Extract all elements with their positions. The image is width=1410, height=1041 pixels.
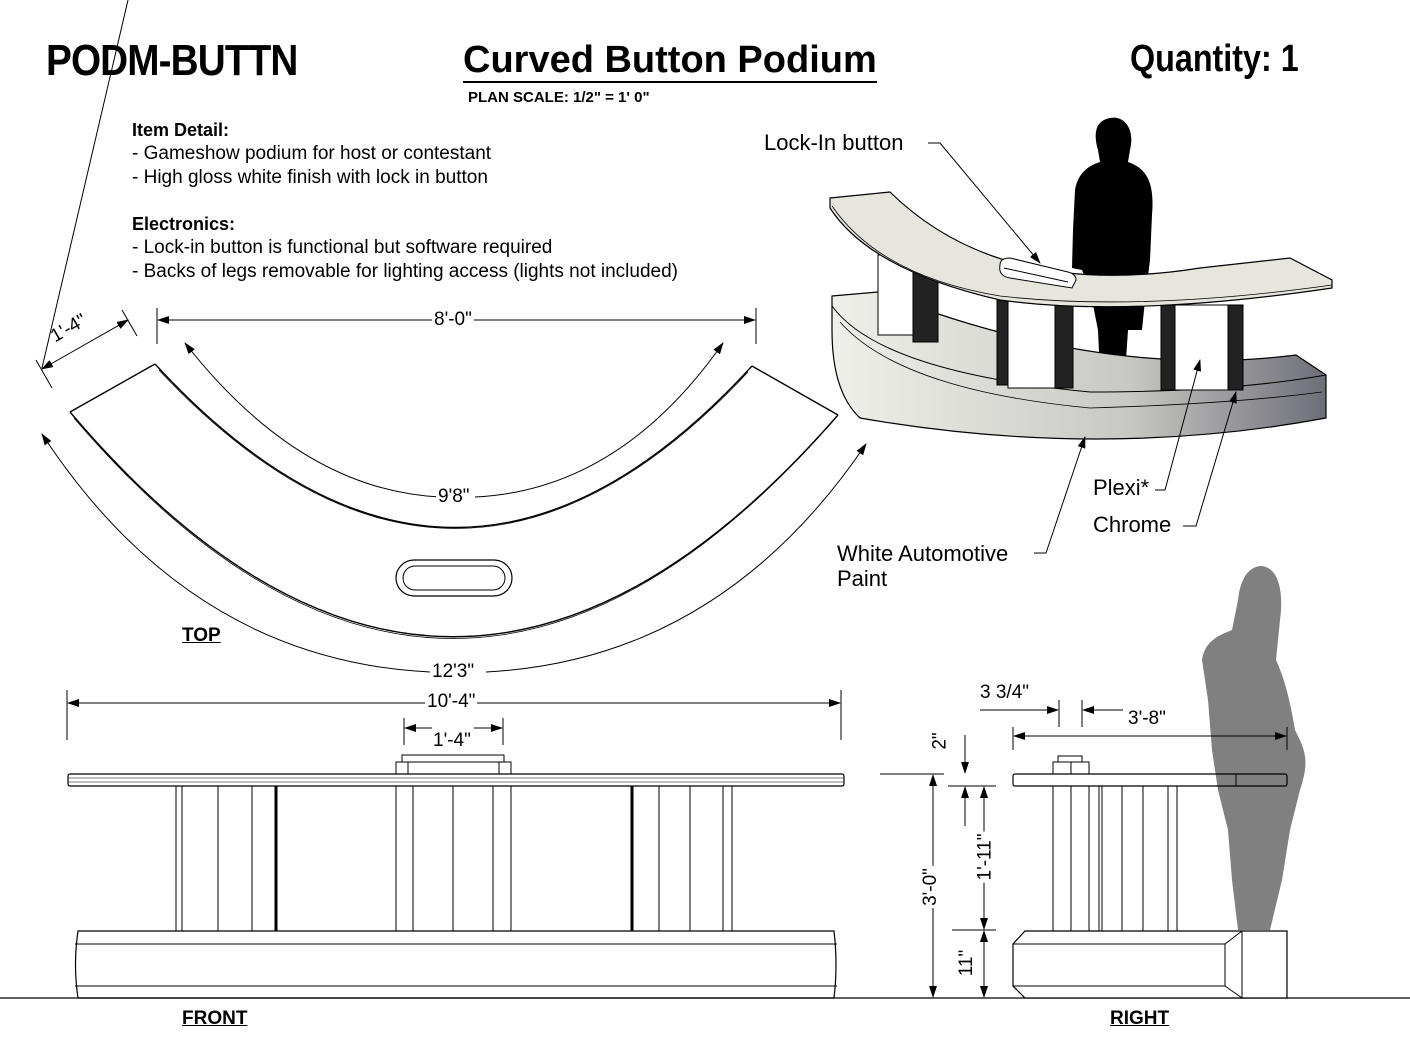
- woman-silhouette: [1202, 566, 1306, 930]
- dim-right-depth: 3'-8": [1126, 708, 1168, 730]
- top-view: [35, 0, 867, 673]
- dim-right-base-height: 11": [956, 947, 979, 979]
- right-base: [1012, 930, 1288, 999]
- iso-lock-in-button: [999, 257, 1077, 289]
- right-view: [880, 566, 1306, 999]
- dim-front-button-width: 1'-4": [433, 730, 471, 751]
- dim-top-chord: 8'-0": [432, 309, 474, 331]
- item-detail-heading: Item Detail:: [132, 120, 230, 140]
- electronics-heading: Electronics:: [132, 214, 236, 234]
- isometric-view: [829, 117, 1333, 554]
- electronics-line: - Backs of legs removable for lighting a…: [132, 261, 678, 282]
- dim-right-leg-height: 1'-11": [974, 831, 997, 883]
- item-detail-line: - Gameshow podium for host or contestant: [132, 143, 492, 164]
- leader-lock-in: [928, 142, 1041, 264]
- iso-legs: [877, 254, 1244, 391]
- top-inner-edge: [154, 363, 753, 529]
- notes-block: Item Detail: - Gameshow podium for host …: [132, 118, 678, 284]
- top-outer-edge: [69, 411, 839, 638]
- page-title: Curved Button Podium: [463, 39, 877, 83]
- dim-top-outer-arc: 12'3": [430, 661, 477, 683]
- view-label-right: RIGHT: [1110, 1008, 1170, 1029]
- dim-right-overall-height: 3'-0": [919, 866, 942, 908]
- view-label-front: FRONT: [182, 1008, 248, 1029]
- view-label-top: TOP: [182, 625, 221, 646]
- front-view: [0, 690, 1410, 999]
- plan-scale: PLAN SCALE: 1/2" = 1' 0": [468, 89, 650, 106]
- item-sku: PODM-BUTTN: [46, 36, 298, 85]
- leader-chrome: [1183, 391, 1237, 527]
- front-base: [74, 930, 837, 999]
- dim-front-width: 10'-4": [425, 691, 478, 713]
- callout-paint-line2: Paint: [837, 566, 888, 591]
- man-silhouette: [1072, 117, 1153, 375]
- dim-top-inner-arc: 9'8": [436, 486, 472, 508]
- callout-plexi: Plexi*: [1093, 475, 1150, 500]
- front-button-base: [395, 761, 512, 775]
- right-legs: [1052, 786, 1178, 931]
- top-button-outline: [395, 559, 513, 597]
- dim-right-top-thickness: 2": [929, 730, 952, 752]
- leader-plexi: [1155, 359, 1202, 491]
- front-top-slab: [67, 773, 845, 787]
- callout-lock-in-button: Lock-In button: [764, 130, 904, 155]
- leader-paint: [1034, 436, 1086, 554]
- electronics-line: - Lock-in button is functional but softw…: [132, 237, 553, 258]
- right-top-slab: [1012, 773, 1288, 787]
- callout-paint: White Automotive Paint: [837, 541, 1008, 591]
- callout-chrome: Chrome: [1093, 512, 1172, 537]
- item-detail-line: - High gloss white finish with lock in b…: [132, 167, 488, 188]
- quantity: Quantity: 1: [1130, 38, 1299, 80]
- callout-paint-line1: White Automotive: [837, 541, 1009, 566]
- front-legs: [175, 786, 733, 931]
- dim-right-overhang: 3 3/4": [978, 682, 1032, 704]
